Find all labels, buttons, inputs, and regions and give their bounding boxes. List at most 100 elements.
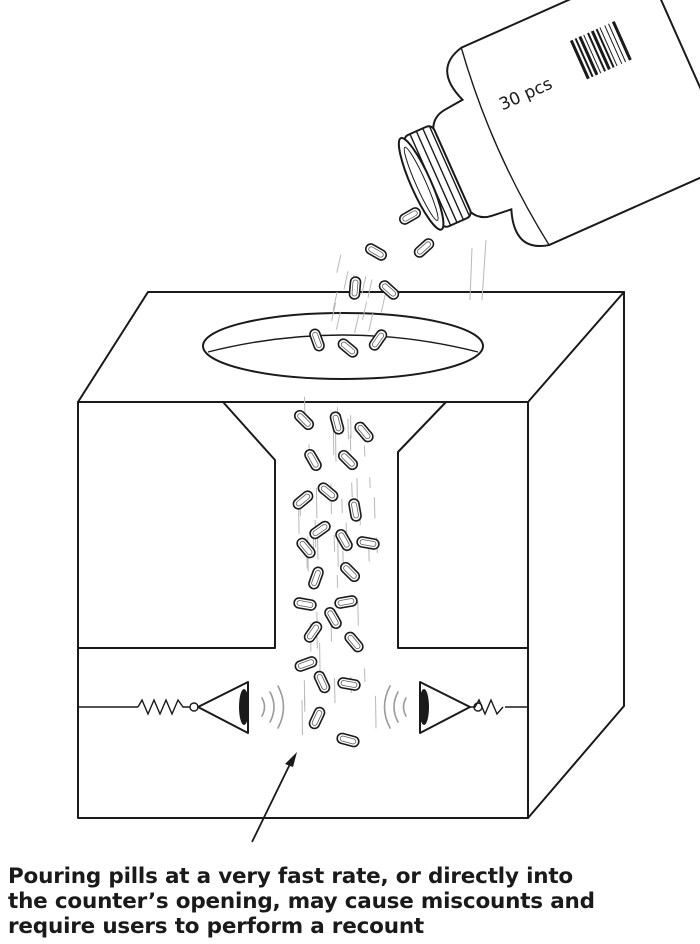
pill-icon <box>413 238 435 258</box>
counter-opening <box>202 312 484 380</box>
hopper-right-wall <box>397 401 529 649</box>
motion-streak <box>336 575 339 589</box>
pill-icon <box>308 706 326 730</box>
pill-icon <box>329 411 345 435</box>
motion-streak <box>362 301 368 320</box>
motion-streak <box>334 677 336 704</box>
motion-streak <box>380 294 386 313</box>
pill-icon <box>334 595 358 609</box>
pill-icon <box>365 243 387 261</box>
pill-icon <box>336 732 360 748</box>
motion-streak <box>343 271 349 290</box>
hopper-left-wall <box>77 401 276 649</box>
caption-line: require users to perform a recount <box>8 914 424 939</box>
motion-streak <box>367 279 373 298</box>
bottle-body <box>432 0 700 247</box>
pill-icon <box>313 670 331 694</box>
pill-icon <box>335 529 353 551</box>
motion-streak <box>373 497 376 519</box>
pill-bottle-icon: 30 pcs <box>397 0 700 247</box>
motion-streak <box>364 668 366 683</box>
barcode-icon <box>569 21 632 80</box>
pill-icon <box>368 329 388 351</box>
caption-line: the counter’s opening, may cause miscoun… <box>8 889 595 914</box>
motion-streak <box>369 477 371 488</box>
motion-streak <box>469 247 473 301</box>
pill-icon <box>304 449 322 471</box>
signal-wave <box>402 697 407 717</box>
pill-icon <box>294 656 318 672</box>
left-sensor <box>137 681 285 734</box>
opening-rim <box>207 334 479 353</box>
motion-streak <box>303 695 306 712</box>
motion-streak <box>335 311 341 330</box>
pointer-arrow-head <box>285 752 297 767</box>
pill-icon <box>354 421 374 443</box>
pill-icon <box>309 328 325 352</box>
motion-streak <box>351 482 353 498</box>
motion-streak <box>368 313 374 332</box>
bottle-mouth-inner <box>403 146 439 221</box>
pill-icon <box>293 597 317 611</box>
pill-icon <box>378 280 400 300</box>
motion-streak <box>363 445 366 457</box>
motion-streak <box>319 642 321 676</box>
pill-icon <box>308 566 324 590</box>
pill-icon <box>292 490 314 510</box>
spring-end-icon <box>473 702 483 712</box>
motion-streak <box>331 302 337 322</box>
motion-streak <box>298 508 300 535</box>
spring-icon <box>468 698 504 716</box>
pill-icon <box>356 536 380 550</box>
pill-icon <box>337 338 359 358</box>
spring-icon <box>137 698 190 716</box>
pill-icon <box>303 621 323 643</box>
pill-icon <box>337 449 359 471</box>
motion-streak <box>481 239 487 301</box>
spring-end-icon <box>189 702 199 712</box>
right-sensor <box>383 681 504 734</box>
motion-streak <box>317 536 319 560</box>
diagram-canvas: 30 pcs <box>77 0 700 843</box>
signal-wave <box>393 691 399 723</box>
motion-streak <box>333 534 336 552</box>
pill-icon <box>317 482 339 502</box>
motion-streak <box>349 434 352 451</box>
sensor-lens <box>419 689 429 725</box>
caption-line: Pouring pills at a very fast rate, or di… <box>8 864 573 889</box>
motion-streak <box>357 601 359 626</box>
pill-icon <box>348 276 362 300</box>
motion-streak <box>341 498 343 514</box>
signal-wave <box>277 685 285 729</box>
pill-icon <box>399 207 421 225</box>
pill-icon <box>293 409 315 431</box>
motion-streak <box>332 291 338 311</box>
motion-streak <box>375 695 377 729</box>
pointer-arrow-icon <box>251 761 292 843</box>
counter-box <box>77 291 625 819</box>
motion-streak <box>316 635 318 649</box>
signal-wave <box>383 685 391 729</box>
bottle-mouth <box>397 136 445 231</box>
pill-icon <box>309 520 331 540</box>
pill-icon <box>339 561 361 583</box>
figure-caption: Pouring pills at a very fast rate, or di… <box>8 864 692 939</box>
motion-streak <box>354 314 360 334</box>
signal-wave <box>261 697 266 717</box>
pill-icon <box>348 498 362 522</box>
pill-icon <box>324 607 342 629</box>
sensor-lens <box>239 689 249 725</box>
pill-icon <box>296 537 316 559</box>
pill-icon <box>337 677 361 691</box>
motion-streak <box>361 276 367 295</box>
counter-front-face <box>77 401 529 819</box>
motion-streak <box>335 431 337 462</box>
motion-streak <box>315 487 318 519</box>
motion-streak <box>347 418 349 440</box>
falling-pills <box>292 207 435 748</box>
motion-streak <box>336 254 342 273</box>
motion-streak <box>350 415 352 439</box>
pill-icon <box>344 631 364 653</box>
counter-side-face <box>527 291 625 819</box>
